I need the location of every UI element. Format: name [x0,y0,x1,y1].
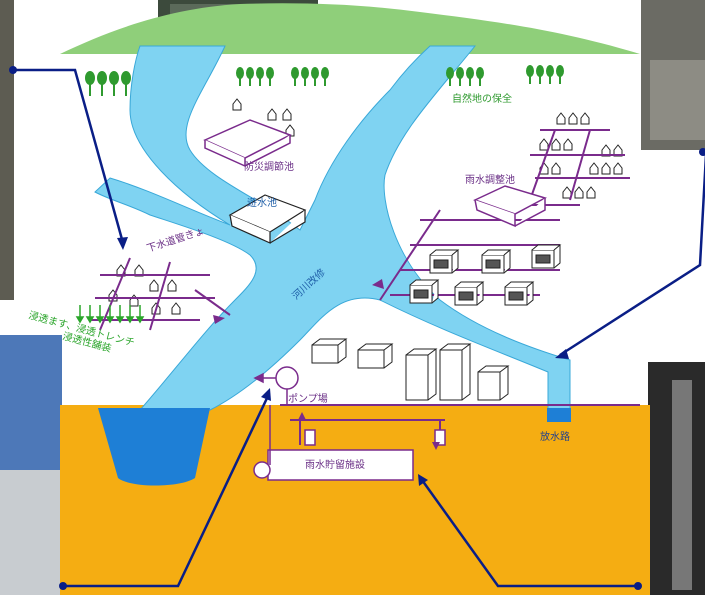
river-channel-cut [98,408,210,486]
label-flood-basin: 防災調節池 [244,160,294,173]
callout-arrowheads [9,66,705,590]
discharge-outlet [547,408,571,422]
label-discharge-channel: 放水路 [540,430,570,443]
callout-lines [13,68,705,588]
tree-group-right-b [526,65,564,84]
apartment-blocks [409,244,562,306]
label-storage-facility: 雨水貯留施設 [305,458,365,471]
label-retarding-basin: 遊水池 [247,196,277,209]
rainwater-pond [473,185,547,228]
hill [60,3,640,54]
photo-left-edge [0,0,14,300]
label-pump-station: ポンプ場 [288,392,328,405]
label-sewer-pipe: 下水道管きょ [145,224,206,255]
retarding-basin [228,194,307,244]
city-buildings [311,338,510,401]
storage-facility [253,405,446,481]
label-rainwater-pond: 雨水調整池 [465,173,515,186]
tree-group-right-a [446,67,484,86]
trees [85,65,564,96]
tree-group-left [85,71,131,96]
pump-station [253,366,299,405]
tree-group-center-b [291,67,329,86]
pipe-arrows [213,279,440,450]
tree-group-center-a [236,67,274,86]
infiltration-arrows [75,305,145,324]
flood-control-basin [203,119,292,168]
label-nature-preservation: 自然地の保全 [452,92,512,105]
river [94,45,571,486]
